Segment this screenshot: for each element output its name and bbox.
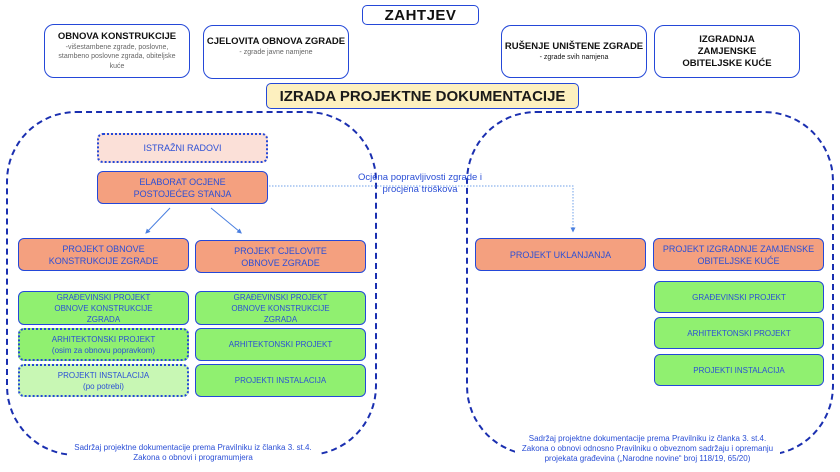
request-obnova-konstrukcije: OBNOVA KONSTRUKCIJE -višestambene zgrade… bbox=[44, 24, 190, 78]
arhitektonski-projekt-box: ARHITEKTONSKI PROJEKT (osim za obnovu po… bbox=[18, 328, 189, 361]
projekt-obnove-konstrukcije-box: PROJEKT OBNOVE KONSTRUKCIJE ZGRADE bbox=[18, 238, 189, 271]
request-title: IZGRADNJA ZAMJENSKE OBITELJSKE KUĆE bbox=[682, 33, 772, 69]
projekti-instalacija-izgradnje-box: PROJEKTI INSTALACIJA bbox=[654, 354, 824, 386]
arhitektonski-projekt-izgradnje-box: ARHITEKTONSKI PROJEKT bbox=[654, 317, 824, 349]
arrow-to-projekt-cjelovite bbox=[210, 207, 242, 234]
request-cjelovita-obnova: CJELOVITA OBNOVA ZGRADE - zgrade javne n… bbox=[203, 25, 349, 79]
arrow-to-projekt-obnove bbox=[145, 207, 171, 234]
gradjevinski-projekt-cjelovite-box: GRAĐEVINSKI PROJEKT OBNOVE KONSTRUKCIJE … bbox=[195, 291, 366, 325]
gradjevinski-projekt-izgradnje-box: GRAĐEVINSKI PROJEKT bbox=[654, 281, 824, 313]
right-footnote-text: Sadržaj projektne dokumentacije prema Pr… bbox=[521, 434, 774, 463]
project-title: PROJEKT IZGRADNJE ZAMJENSKE OBITELJSKE K… bbox=[662, 243, 815, 266]
elaborat-box: ELABORAT OCJENE POSTOJEĆEG STANJA bbox=[97, 171, 268, 204]
projekt-uklanjanja-box: PROJEKT UKLANJANJA bbox=[475, 238, 646, 271]
item-label: GRAĐEVINSKI PROJEKT OBNOVE KONSTRUKCIJE … bbox=[54, 292, 153, 324]
main-heading-text: IZRADA PROJEKTNE DOKUMENTACIJE bbox=[279, 87, 566, 105]
projekti-instalacija-box: PROJEKTI INSTALACIJA (po potrebi) bbox=[18, 364, 189, 397]
project-title: PROJEKT OBNOVE KONSTRUKCIJE ZGRADE bbox=[48, 243, 159, 266]
projekt-cjelovite-obnove-box: PROJEKT CJELOVITE OBNOVE ZGRADE bbox=[195, 240, 366, 273]
connector-label: Ocjena popravljivosti zgrade i procjena … bbox=[345, 172, 495, 196]
item-label: PROJEKTI INSTALACIJA bbox=[57, 370, 150, 380]
arrow-to-projekt-uklanjanja bbox=[269, 185, 576, 233]
request-izgradnja: IZGRADNJA ZAMJENSKE OBITELJSKE KUĆE bbox=[654, 25, 800, 78]
connector-label-text: Ocjena popravljivosti zgrade i procjena … bbox=[357, 172, 483, 195]
item-label: PROJEKTI INSTALACIJA bbox=[234, 376, 327, 385]
istrazni-radovi-label: ISTRAŽNI RADOVI bbox=[143, 143, 222, 153]
item-label: ARHITEKTONSKI PROJEKT bbox=[51, 334, 156, 344]
item-label: GRAĐEVINSKI PROJEKT OBNOVE KONSTRUKCIJE … bbox=[231, 292, 330, 324]
request-rusenje: RUŠENJE UNIŠTENE ZGRADE - zgrade svih na… bbox=[501, 25, 647, 78]
arhitektonski-projekt-cjelovite-box: ARHITEKTONSKI PROJEKT bbox=[195, 328, 366, 361]
gradjevinski-projekt-obnove-box: GRAĐEVINSKI PROJEKT OBNOVE KONSTRUKCIJE … bbox=[18, 291, 189, 325]
zahtjev-title: ZAHTJEV bbox=[362, 5, 479, 25]
istrazni-radovi-box: ISTRAŽNI RADOVI bbox=[97, 133, 268, 163]
request-subtitle: -višestambene zgrade, poslovne, stambeno… bbox=[58, 43, 176, 70]
item-label: ARHITEKTONSKI PROJEKT bbox=[687, 328, 791, 338]
project-title: PROJEKT UKLANJANJA bbox=[509, 249, 612, 260]
projekti-instalacija-cjelovite-box: PROJEKTI INSTALACIJA bbox=[195, 364, 366, 397]
left-footnote: Sadržaj projektne dokumentacije prema Pr… bbox=[68, 443, 318, 463]
item-note: (po potrebi) bbox=[83, 381, 124, 391]
item-label: GRAĐEVINSKI PROJEKT bbox=[692, 292, 786, 302]
item-note: (osim za obnovu popravkom) bbox=[51, 345, 156, 355]
request-title: CJELOVITA OBNOVA ZGRADE bbox=[206, 36, 346, 47]
request-title: OBNOVA KONSTRUKCIJE bbox=[57, 30, 177, 42]
item-label: PROJEKTI INSTALACIJA bbox=[693, 365, 785, 375]
left-footnote-text: Sadržaj projektne dokumentacije prema Pr… bbox=[74, 443, 312, 462]
main-heading: IZRADA PROJEKTNE DOKUMENTACIJE bbox=[266, 83, 579, 109]
request-subtitle: - zgrade javne namjene bbox=[239, 49, 313, 56]
zahtjev-title-text: ZAHTJEV bbox=[384, 6, 457, 24]
request-subtitle: - zgrade svih namjena bbox=[539, 53, 609, 61]
projekt-izgradnje-box: PROJEKT IZGRADNJE ZAMJENSKE OBITELJSKE K… bbox=[653, 238, 824, 271]
elaborat-label: ELABORAT OCJENE POSTOJEĆEG STANJA bbox=[133, 176, 232, 199]
right-footnote: Sadržaj projektne dokumentacije prema Pr… bbox=[515, 434, 780, 464]
project-title: PROJEKT CJELOVITE OBNOVE ZGRADE bbox=[234, 245, 327, 268]
request-title: RUŠENJE UNIŠTENE ZGRADE bbox=[504, 40, 644, 52]
item-label: ARHITEKTONSKI PROJEKT bbox=[228, 340, 333, 349]
